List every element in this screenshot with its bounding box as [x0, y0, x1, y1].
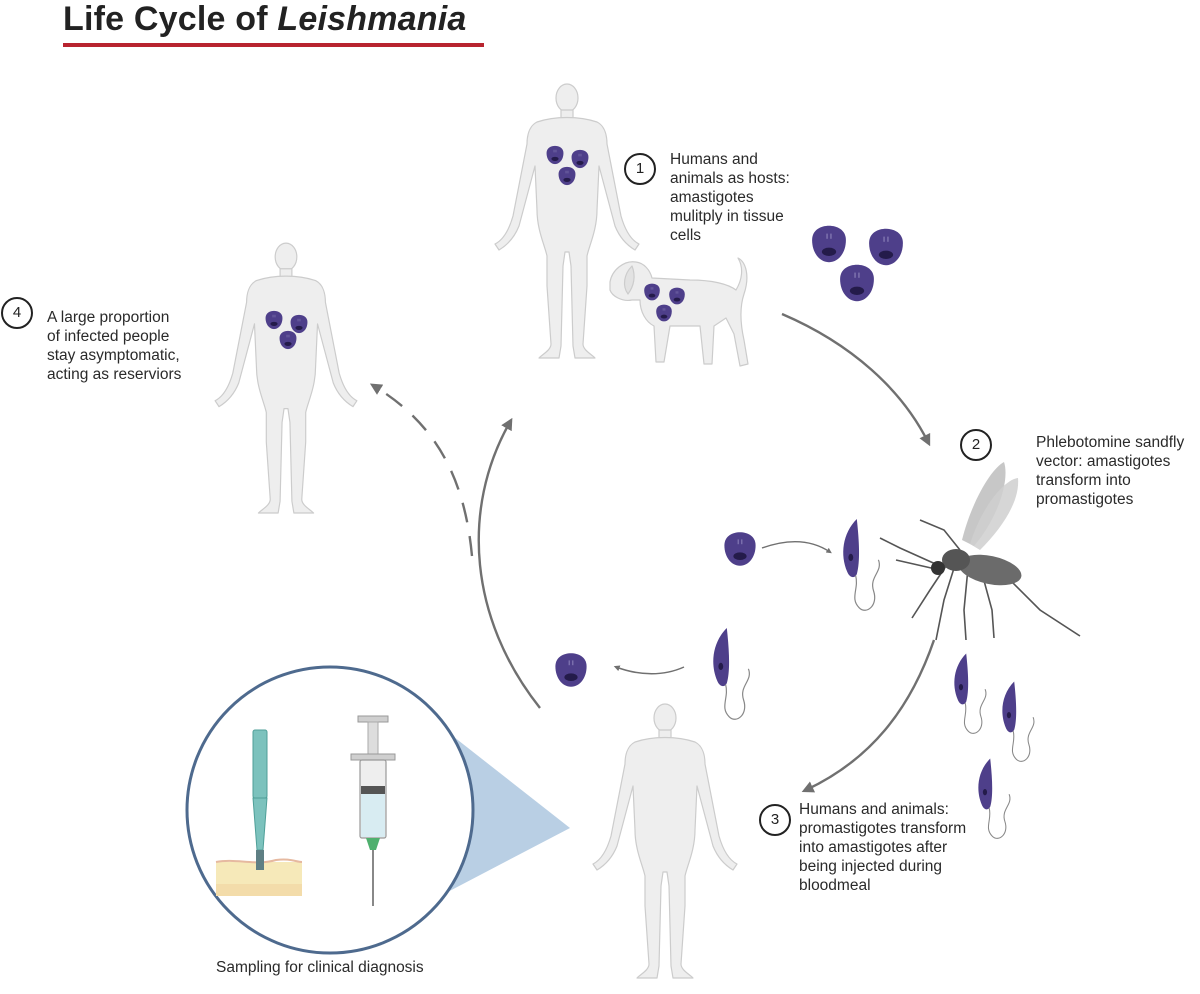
page-title: Life Cycle of Leishmania — [63, 0, 466, 39]
step-4-line: A large proportion — [47, 309, 170, 326]
step-4-line: acting as reserviors — [47, 366, 182, 383]
step-1-line: amastigotes — [670, 189, 754, 206]
step-1-line: Humans and — [670, 151, 758, 168]
transform-arrow — [761, 540, 832, 554]
step-2-line: vector: amastigotes — [1036, 453, 1171, 470]
cycle-arrow-2-to-3 — [801, 639, 936, 793]
step-1-label: Humans and animals as hosts: amastigotes… — [670, 150, 790, 245]
promastigote-bottom — [712, 627, 750, 720]
cycle-arrow-to-4 — [369, 383, 474, 557]
human-reservoir — [214, 242, 358, 514]
title-underline — [63, 43, 484, 47]
step-4-line: stay asymptomatic, — [47, 347, 180, 364]
promastigote-in-fly — [842, 518, 880, 611]
step-3-line: bloodmeal — [799, 877, 871, 894]
step-4-label: A large proportion of infected people st… — [47, 308, 181, 384]
sandfly-icon — [879, 462, 1081, 641]
step-2-line: promastigotes — [1036, 491, 1134, 508]
step-2-line: Phlebotomine sandfly — [1036, 434, 1185, 451]
step-4-badge: 4 — [1, 297, 33, 329]
title-italic: Leishmania — [277, 0, 467, 38]
title-prefix: Life Cycle of — [63, 0, 278, 38]
step-3-line: Humans and animals: — [799, 801, 949, 818]
step-1-line: cells — [670, 227, 702, 244]
promastigotes-injected — [953, 652, 1035, 839]
step-2-line: transform into — [1036, 472, 1131, 489]
biopsy-punch-icon — [215, 729, 303, 896]
step-3-line: being injected during — [799, 858, 943, 875]
step-2-label: Phlebotomine sandfly vector: amastigotes… — [1036, 433, 1184, 509]
step-2-badge: 2 — [960, 429, 992, 461]
step-3-label: Humans and animals: promastigotes transf… — [799, 800, 966, 895]
step-1-line: mulitply in tissue — [670, 208, 784, 225]
step-1-line: animals as hosts: — [670, 170, 790, 187]
cycle-arrow-1-to-2 — [781, 312, 931, 447]
step-3-line: promastigotes transform — [799, 820, 967, 837]
syringe-icon — [350, 715, 396, 906]
amastigote-bottom — [554, 652, 588, 688]
step-3-badge: 3 — [759, 804, 791, 836]
diagnosis-caption: Sampling for clinical diagnosis — [216, 959, 424, 976]
step-4-line: of infected people — [47, 328, 170, 345]
dog-host — [609, 257, 749, 367]
step-3-line: into amastigotes after — [799, 839, 948, 856]
cycle-arrow-3-to-1 — [477, 417, 541, 709]
diagnosis-inset — [185, 665, 570, 955]
amastigote-cluster — [811, 225, 904, 302]
return-arrow — [613, 665, 685, 675]
step-1-badge: 1 — [624, 153, 656, 185]
amastigote-ingested — [723, 531, 757, 567]
human-host-top — [494, 83, 640, 359]
human-host-bottom — [592, 703, 738, 979]
